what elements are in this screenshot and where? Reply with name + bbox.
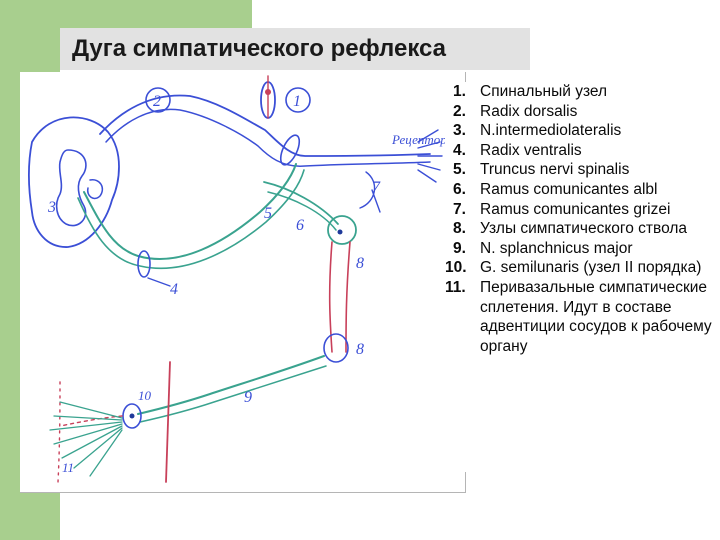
- splanchnic-nerve: [138, 356, 324, 414]
- sketch-label-7: 7: [372, 179, 381, 196]
- reflex-arc-svg: 2 1 3 5 6 7 4 8 8 9 10 11 Рецептор: [20, 72, 465, 492]
- spinal-cord-outline: [29, 117, 119, 247]
- legend-number: 2.: [445, 102, 480, 122]
- legend-item: 8.Узлы симпатического ствола: [445, 219, 720, 239]
- legend-number: 5.: [445, 160, 480, 180]
- slide-title: Дуга симпатического рефлекса: [72, 35, 446, 63]
- dotted-fiber-2: [58, 382, 60, 482]
- legend-list: 1.Спинальный узел 2.Radix dorsalis 3.N.i…: [445, 82, 720, 356]
- sketch-label-9: 9: [244, 389, 252, 406]
- legend-text: Ramus comunicantes grizei: [480, 200, 720, 220]
- legend-text: N. splanchnicus major: [480, 239, 720, 259]
- legend-number: 10.: [445, 258, 480, 278]
- legend-number: 4.: [445, 141, 480, 161]
- dorsal-root-nerve: [100, 95, 430, 156]
- legend-text: Ramus comunicantes albl: [480, 180, 720, 200]
- legend-item: 3.N.intermediolateralis: [445, 121, 720, 141]
- sketch-label-5: 5: [264, 205, 272, 222]
- legend-item: 5.Truncus nervi spinalis: [445, 160, 720, 180]
- legend-number: 1.: [445, 82, 480, 102]
- sketch-label-8b: 8: [356, 341, 364, 358]
- legend-number: 9.: [445, 239, 480, 259]
- legend-text: Перивазальные симпатические сплетения. И…: [480, 278, 720, 356]
- legend-number: 6.: [445, 180, 480, 200]
- legend-item: 7.Ramus comunicantes grizei: [445, 200, 720, 220]
- green-accent-top: [60, 0, 252, 28]
- sketch-label-4: 4: [170, 281, 178, 298]
- sketch-label-10: 10: [138, 388, 152, 403]
- legend-number: 3.: [445, 121, 480, 141]
- legend-text: Узлы симпатического ствола: [480, 219, 720, 239]
- sketch-label-1: 1: [293, 93, 301, 110]
- legend-number: 11.: [445, 278, 480, 356]
- legend-panel: 1.Спинальный узел 2.Radix dorsalis 3.N.i…: [445, 82, 720, 472]
- perivascular-plexus: [50, 402, 122, 476]
- sketch-label-11: 11: [62, 460, 74, 475]
- sympathetic-ganglion-lower: [324, 334, 348, 362]
- sketch-label-6: 6: [296, 217, 304, 234]
- legend-text: Radix ventralis: [480, 141, 720, 161]
- title-box: Дуга симпатического рефлекса: [60, 28, 530, 70]
- ganglion-dot: [338, 230, 343, 235]
- legend-item: 6.Ramus comunicantes albl: [445, 180, 720, 200]
- legend-text: Спинальный узел: [480, 82, 720, 102]
- vessel-line: [166, 362, 170, 482]
- legend-item: 10.G. semilunaris (узел II порядка): [445, 258, 720, 278]
- sympathetic-ganglion-upper: [328, 216, 356, 244]
- legend-item: 1.Спинальный узел: [445, 82, 720, 102]
- legend-text: G. semilunaris (узел II порядка): [480, 258, 720, 278]
- sketch-label-2: 2: [153, 93, 161, 110]
- legend-text: Radix dorsalis: [480, 102, 720, 122]
- sketch-label-8a: 8: [356, 255, 364, 272]
- reflex-arc-drawing: 2 1 3 5 6 7 4 8 8 9 10 11 Рецептор: [20, 72, 466, 493]
- legend-item: 9.N. splanchnicus major: [445, 239, 720, 259]
- legend-item: 4.Radix ventralis: [445, 141, 720, 161]
- legend-text: N.intermediolateralis: [480, 121, 720, 141]
- legend-number: 7.: [445, 200, 480, 220]
- legend-number: 8.: [445, 219, 480, 239]
- receptor-label: Рецептор: [391, 132, 447, 147]
- trunk-oval: [277, 133, 303, 168]
- legend-text: Truncus nervi spinalis: [480, 160, 720, 180]
- sketch-label-3: 3: [47, 199, 56, 216]
- legend-item: 11.Перивазальные симпатические сплетения…: [445, 278, 720, 356]
- grey-matter-inner: [88, 180, 103, 199]
- grey-matter: [57, 150, 86, 226]
- radix-ventralis-oval: [138, 251, 150, 277]
- label-4-pointer: [148, 278, 170, 286]
- legend-item: 2.Radix dorsalis: [445, 102, 720, 122]
